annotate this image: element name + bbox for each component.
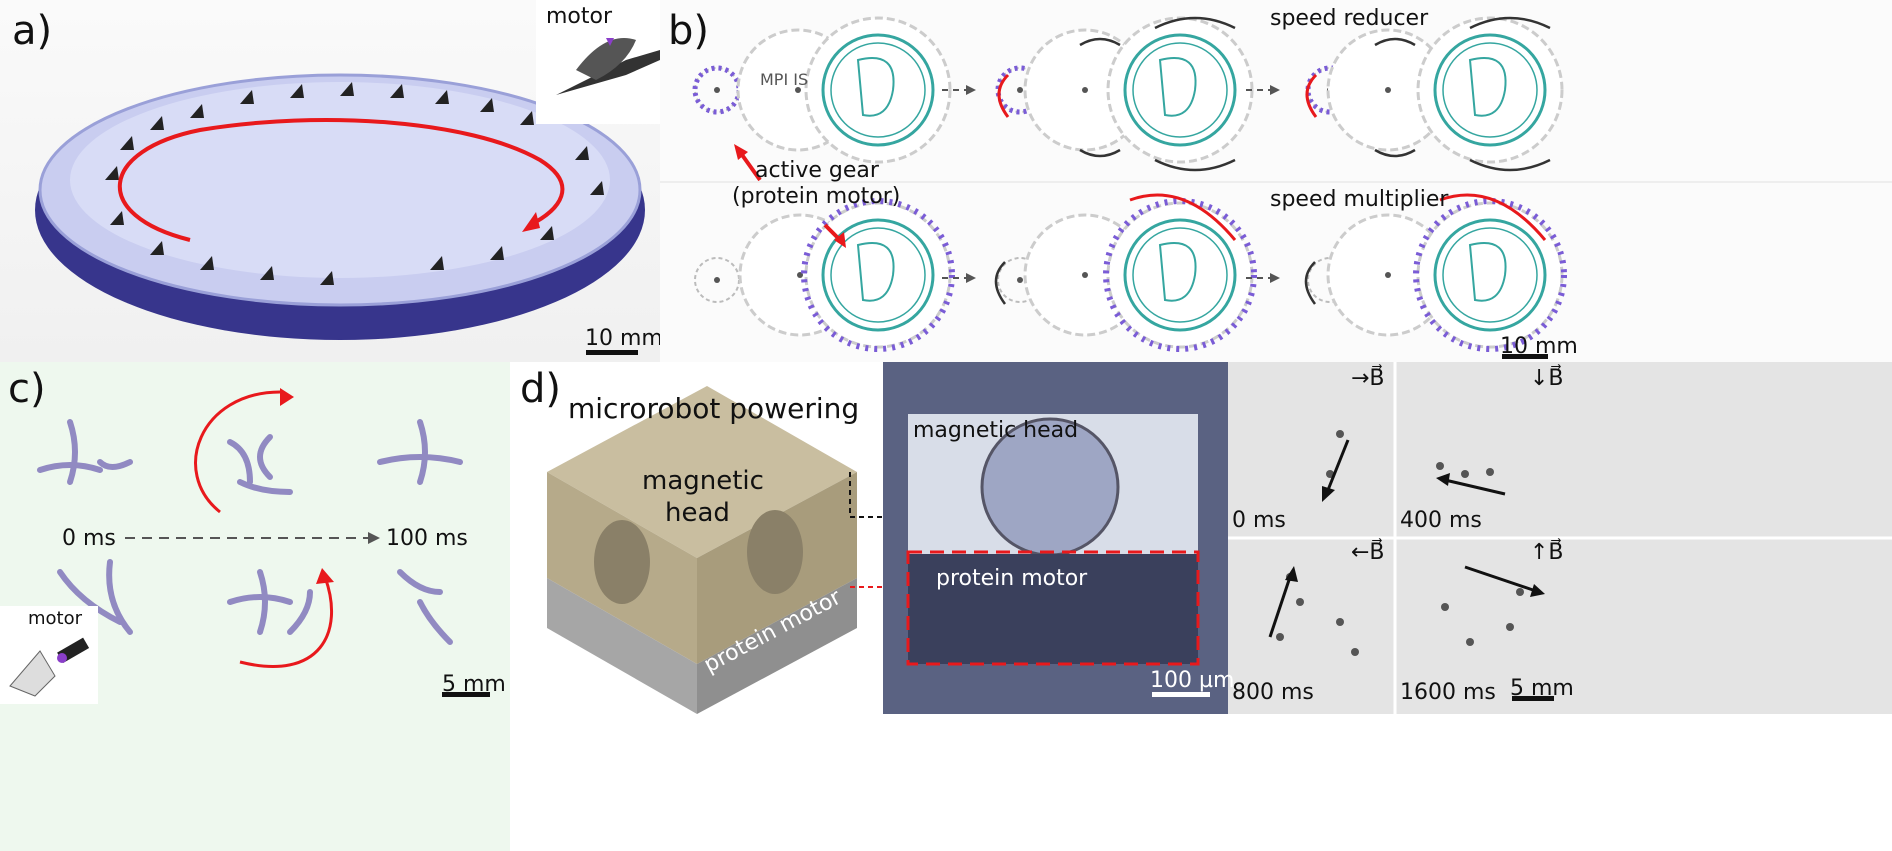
active-gear-label: active gear	[755, 158, 879, 183]
speed-reducer-title: speed reducer	[1270, 6, 1429, 31]
frame-time: 0 ms	[1232, 508, 1286, 533]
active-gear-sublabel: (protein motor)	[732, 184, 901, 209]
panel-label: b)	[668, 8, 709, 54]
motor-inset: motor	[536, 0, 660, 124]
cube-head-label-1: magnetic	[642, 466, 764, 496]
microrobot-diagram	[547, 362, 1892, 714]
field-direction: ↑B⃗	[1530, 540, 1564, 565]
panel-b: b) speed reducer speed multiplier active…	[660, 0, 1892, 362]
time-start: 0 ms	[62, 526, 116, 551]
scale-bar	[1502, 354, 1548, 359]
frame-time: 400 ms	[1400, 508, 1482, 533]
cube-head-label-2: head	[665, 498, 730, 528]
petri-dish-illustration	[35, 73, 645, 340]
arrow-head	[522, 212, 540, 232]
frame-time: 800 ms	[1232, 680, 1314, 705]
panel-d: d) microrobot powering magnetic head pro…	[510, 362, 1892, 851]
panel-label: a)	[12, 8, 53, 54]
motor-inset-label: motor	[546, 4, 613, 29]
panel-label: c)	[8, 366, 46, 412]
motor-inset-label: motor	[28, 608, 83, 629]
photo-head-label: magnetic head	[913, 418, 1079, 443]
scale-bar	[442, 692, 490, 697]
frame-scale-bar	[1512, 696, 1554, 701]
rotating-motor-sequence	[37, 388, 463, 668]
field-direction: →B⃗	[1351, 366, 1385, 391]
photo-motor-label: protein motor	[936, 566, 1088, 591]
panel-a: a) motor 10 mm	[0, 0, 660, 362]
scale-bar	[586, 350, 638, 355]
time-end: 100 ms	[386, 526, 468, 551]
panel-label: d)	[520, 366, 561, 412]
photo-scale-bar	[1152, 692, 1210, 697]
field-direction: ↓B⃗	[1530, 366, 1564, 391]
field-direction: ←B⃗	[1351, 540, 1385, 565]
panel-c: c) 0 ms 100 ms motor 5 mm	[0, 362, 510, 851]
frame-time: 1600 ms	[1400, 680, 1496, 705]
motor-inset: motor	[0, 606, 98, 704]
photo-scale-label: 100 µm	[1150, 668, 1235, 693]
speed-multiplier-title: speed multiplier	[1270, 187, 1449, 212]
scale-label: 10 mm	[585, 326, 660, 351]
fin-pattern	[105, 82, 604, 285]
gear-engraving: MPI IS	[760, 70, 809, 89]
diagram-title: microrobot powering	[568, 392, 860, 425]
rotation-arrow	[117, 118, 565, 242]
gear-train-diagram	[660, 16, 1892, 362]
